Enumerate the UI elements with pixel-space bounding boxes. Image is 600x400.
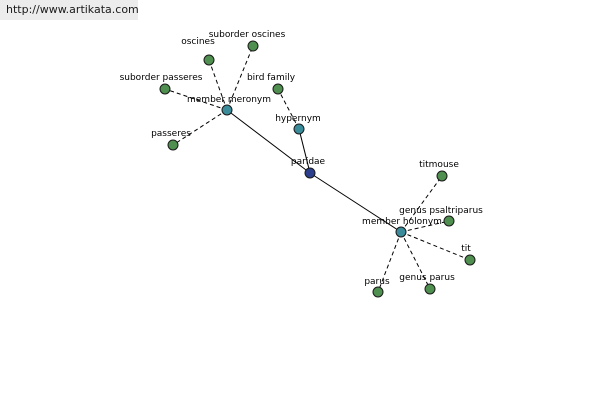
- node-dot-suborder-passeres[interactable]: [159, 83, 171, 95]
- node-label-titmouse[interactable]: titmouse: [419, 160, 459, 170]
- node-label-passeres[interactable]: passeres: [151, 129, 191, 139]
- edge-member-meronym-to-suborder-oscines: [226, 45, 254, 111]
- node-member-meronym[interactable]: member meronym: [187, 95, 271, 116]
- node-oscines[interactable]: oscines: [181, 37, 215, 66]
- edge-member-meronym-to-oscines: [208, 59, 228, 111]
- node-passeres[interactable]: passeres: [151, 129, 191, 151]
- edge-member-holonym-to-genus-psaltriparus: [400, 220, 450, 233]
- node-titmouse[interactable]: titmouse: [419, 160, 459, 182]
- edge-member-holonym-to-tit: [400, 231, 471, 261]
- node-label-bird-family[interactable]: bird family: [247, 73, 296, 83]
- node-suborder-passeres[interactable]: suborder passeres: [120, 73, 203, 95]
- node-label-tit[interactable]: tit: [461, 244, 471, 254]
- edges-layer: [164, 45, 471, 293]
- node-dot-genus-parus[interactable]: [424, 283, 436, 295]
- node-dot-parus[interactable]: [372, 286, 384, 298]
- node-label-member-holonym[interactable]: member holonym: [362, 217, 442, 227]
- node-label-member-meronym[interactable]: member meronym: [187, 95, 271, 105]
- node-hypernym[interactable]: hypernym: [275, 114, 321, 135]
- node-label-parus[interactable]: parus: [364, 277, 390, 287]
- node-label-suborder-oscines[interactable]: suborder oscines: [209, 30, 286, 40]
- node-dot-hypernym[interactable]: [293, 123, 305, 135]
- edge-paridae-to-hypernym: [298, 128, 311, 174]
- edge-member-meronym-to-suborder-passeres: [164, 88, 228, 111]
- node-dot-genus-psaltriparus[interactable]: [443, 215, 455, 227]
- node-label-genus-parus[interactable]: genus parus: [399, 273, 455, 283]
- node-suborder-oscines[interactable]: suborder oscines: [209, 30, 286, 52]
- node-paridae[interactable]: paridae: [291, 157, 326, 179]
- node-genus-psaltriparus[interactable]: genus psaltriparus: [399, 206, 483, 227]
- node-label-oscines[interactable]: oscines: [181, 37, 215, 47]
- node-label-genus-psaltriparus[interactable]: genus psaltriparus: [399, 206, 483, 216]
- edge-member-holonym-to-genus-parus: [400, 231, 431, 290]
- node-label-paridae[interactable]: paridae: [291, 157, 326, 167]
- node-label-hypernym[interactable]: hypernym: [275, 114, 321, 124]
- node-dot-suborder-oscines[interactable]: [247, 40, 259, 52]
- node-dot-paridae[interactable]: [304, 167, 316, 179]
- node-dot-member-meronym[interactable]: [221, 104, 233, 116]
- edge-paridae-to-member-meronym: [226, 109, 311, 174]
- node-parus[interactable]: parus: [364, 277, 390, 298]
- node-genus-parus[interactable]: genus parus: [399, 273, 455, 295]
- node-member-holonym[interactable]: member holonym: [362, 217, 442, 238]
- edge-member-holonym-to-parus: [377, 231, 402, 293]
- node-dot-oscines[interactable]: [203, 54, 215, 66]
- edge-member-holonym-to-titmouse: [400, 175, 443, 233]
- edge-hypernym-to-bird-family: [277, 88, 300, 130]
- node-dot-passeres[interactable]: [167, 139, 179, 151]
- node-bird-family[interactable]: bird family: [247, 73, 296, 95]
- node-label-suborder-passeres[interactable]: suborder passeres: [120, 73, 203, 83]
- edge-paridae-to-member-holonym: [309, 172, 402, 233]
- nodes-layer: paridae member meronym hypernym member holo…: [120, 30, 483, 298]
- node-dot-tit[interactable]: [464, 254, 476, 266]
- node-dot-titmouse[interactable]: [436, 170, 448, 182]
- node-dot-bird-family[interactable]: [272, 83, 284, 95]
- node-dot-member-holonym[interactable]: [395, 226, 407, 238]
- site-url-label[interactable]: http://www.artikata.com: [0, 0, 139, 20]
- node-tit[interactable]: tit: [461, 244, 476, 266]
- edge-member-meronym-to-passeres: [172, 109, 228, 146]
